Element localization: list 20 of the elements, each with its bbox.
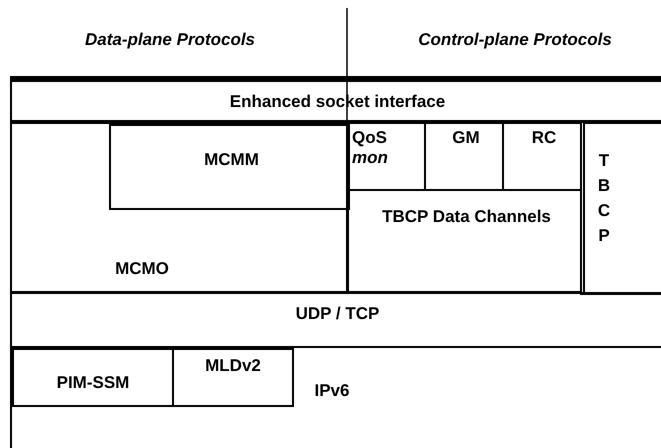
module-label: MLDv2 xyxy=(204,356,262,376)
protocol-box xyxy=(12,348,174,407)
module-label: QoS mon xyxy=(352,128,389,168)
module-label: TBCP xyxy=(597,150,611,247)
module-label: MCMM xyxy=(203,150,260,170)
module-label: UDP / TCP xyxy=(294,304,380,324)
module-label: MCMO xyxy=(114,259,170,279)
column-heading: Data-plane Protocols xyxy=(84,30,256,50)
module-box xyxy=(109,124,350,210)
module-label: TBCP Data Channels xyxy=(381,207,552,227)
layer-box xyxy=(10,292,661,348)
module-label: PIM-SSM xyxy=(56,373,130,393)
module-label: RC xyxy=(530,128,558,148)
protocol-box xyxy=(172,348,294,407)
module-label: GM xyxy=(451,128,481,148)
column-heading: Control-plane Protocols xyxy=(417,30,613,50)
module-box xyxy=(10,122,348,293)
module-label: IPv6 xyxy=(314,381,350,401)
module-box xyxy=(580,122,661,295)
layer-box xyxy=(10,80,661,122)
